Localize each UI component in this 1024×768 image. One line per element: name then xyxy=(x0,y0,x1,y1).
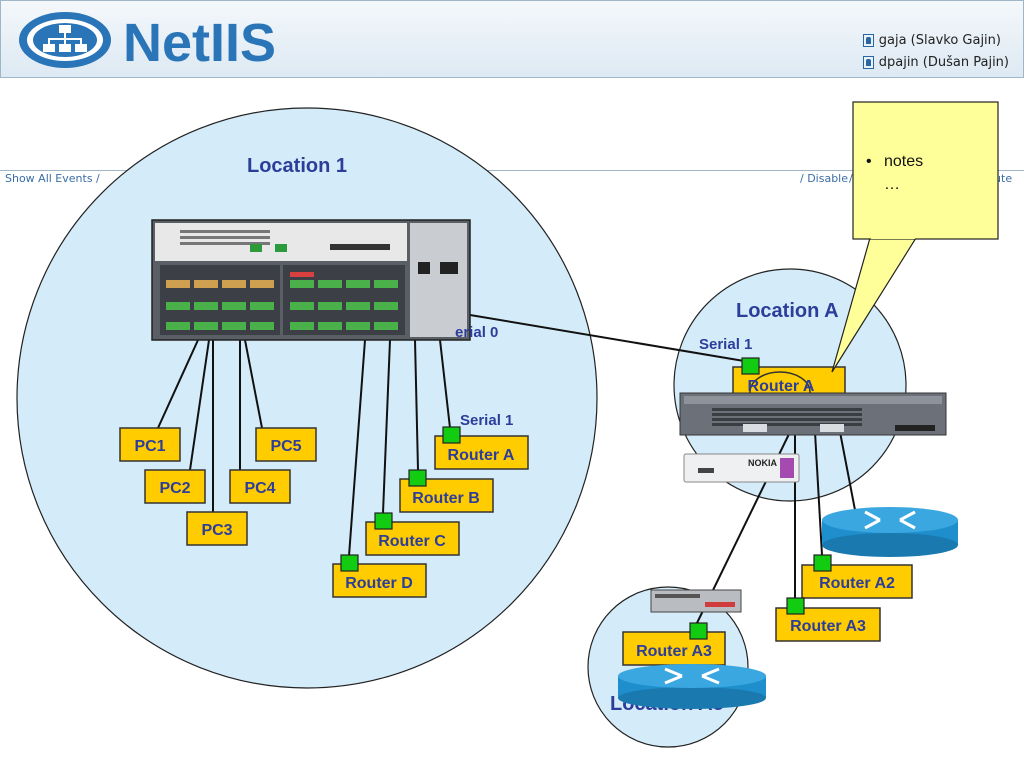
location-a-label: Location A xyxy=(736,300,839,322)
pc-node[interactable]: PC5 xyxy=(255,427,317,462)
cisco-router-icon[interactable] xyxy=(822,507,958,557)
pc-label: PC4 xyxy=(244,480,275,497)
small-rack-device[interactable] xyxy=(650,589,742,613)
user-item[interactable]: dpajin (Dušan Pajin) xyxy=(862,51,1009,73)
port-icon xyxy=(408,469,427,487)
rack-router-device[interactable] xyxy=(679,392,947,436)
serial-0-label: erial 0 xyxy=(455,324,498,341)
router-node[interactable]: Router A3 xyxy=(775,597,881,642)
port-icon xyxy=(786,597,805,615)
cisco-router-icon[interactable] xyxy=(618,664,766,709)
netiis-logo: NetIIS xyxy=(19,12,276,73)
pc-label: PC5 xyxy=(270,438,301,455)
serial-link xyxy=(469,314,751,363)
pc-label: PC2 xyxy=(159,480,190,497)
location-1-area xyxy=(16,107,598,689)
router-node[interactable]: Router A xyxy=(434,426,529,470)
router-label: Router A xyxy=(748,378,815,395)
logo-text: NetIIS xyxy=(123,13,276,73)
show-all-events-link[interactable]: Show All Events / xyxy=(5,172,100,185)
router-node[interactable]: Router D xyxy=(332,554,427,598)
router-label: Router A3 xyxy=(636,643,712,660)
port-icon xyxy=(442,426,461,444)
router-label: Router A xyxy=(448,447,515,464)
pc-node[interactable]: PC2 xyxy=(144,469,206,504)
port-icon xyxy=(689,622,708,640)
port-icon xyxy=(374,512,393,530)
router-label: Router A2 xyxy=(819,575,895,592)
port-icon xyxy=(813,554,832,572)
note-bullet: • xyxy=(866,153,872,170)
pc-node[interactable]: PC4 xyxy=(229,469,291,504)
pc-label: PC1 xyxy=(134,438,165,455)
router-node[interactable]: Router B xyxy=(399,469,494,513)
user-icon xyxy=(862,55,874,69)
router-node[interactable]: Router A2 xyxy=(801,554,913,599)
router-label: Router B xyxy=(412,490,480,507)
router-label: Router D xyxy=(345,575,413,592)
user-icon xyxy=(862,33,874,47)
router-label: Router C xyxy=(378,533,446,550)
note-text: notes xyxy=(884,153,923,170)
nokia-label: NOKIA xyxy=(748,458,778,468)
nokia-device[interactable]: NOKIA xyxy=(683,453,800,483)
port-icon xyxy=(340,554,359,572)
toolbar-divider xyxy=(0,170,1024,171)
note-ellipsis: … xyxy=(884,176,900,193)
pc-label: PC3 xyxy=(201,522,232,539)
location-1-label: Location 1 xyxy=(247,155,347,177)
router-node[interactable]: Router A3 xyxy=(622,622,726,666)
user-item[interactable]: gaja (Slavko Gajin) xyxy=(862,29,1009,51)
disable-link[interactable]: / Disable xyxy=(800,172,849,185)
toolbar-separator: / xyxy=(849,172,853,185)
pc-node[interactable]: PC3 xyxy=(186,511,248,546)
port-icon xyxy=(741,357,760,375)
note-callout[interactable]: • notes … xyxy=(831,101,999,373)
router-node[interactable]: Router C xyxy=(365,512,460,556)
pc-node[interactable]: PC1 xyxy=(119,427,181,462)
serial-1-label: Serial 1 xyxy=(460,412,513,429)
app-header: NetIIS gaja (Slavko Gajin) dpajin (Dušan… xyxy=(0,0,1024,78)
serial-1-loc-a-label: Serial 1 xyxy=(699,336,752,353)
router-label: Router A3 xyxy=(790,618,866,635)
user-label: gaja (Slavko Gajin) xyxy=(878,32,1001,48)
user-label: dpajin (Dušan Pajin) xyxy=(878,54,1009,70)
chassis-switch[interactable] xyxy=(151,219,471,341)
user-list: gaja (Slavko Gajin) dpajin (Dušan Pajin) xyxy=(862,29,1009,73)
